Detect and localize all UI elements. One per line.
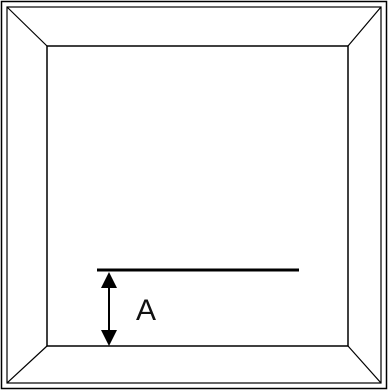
bevel-line-bottom-left bbox=[6, 345, 48, 384]
inner-opening bbox=[46, 45, 349, 347]
outer-frame-inner-outline bbox=[6, 6, 382, 384]
bevel-line-top-right bbox=[347, 6, 382, 47]
dimension-label: A bbox=[136, 294, 156, 327]
dimension-arrow-head-down bbox=[101, 330, 117, 346]
bevel-line-top-left bbox=[6, 6, 48, 47]
bevel-line-bottom-right bbox=[347, 345, 382, 384]
dimension-arrow-head-up bbox=[101, 272, 117, 288]
